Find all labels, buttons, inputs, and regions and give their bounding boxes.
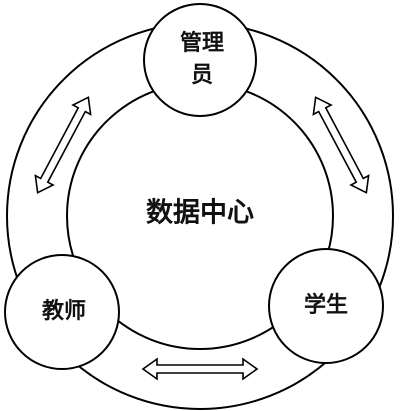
arrow-teacher-student [141,357,259,381]
node-student: 学生 [268,248,384,364]
node-teacher-label: 教师 [42,298,86,324]
node-admin-circle [143,3,257,117]
node-teacher: 教师 [4,254,120,370]
arrow-admin-teacher [34,96,92,194]
node-student-circle [268,248,384,364]
node-student-label: 学生 [304,292,348,318]
arrow-admin-student [312,96,370,194]
node-teacher-circle [4,254,120,370]
node-admin-label-line1: 管理 [180,30,224,56]
node-admin-label-line2: 员 [191,63,213,88]
node-admin: 管理 员 [143,3,257,117]
center-label: 数据中心 [146,198,254,229]
